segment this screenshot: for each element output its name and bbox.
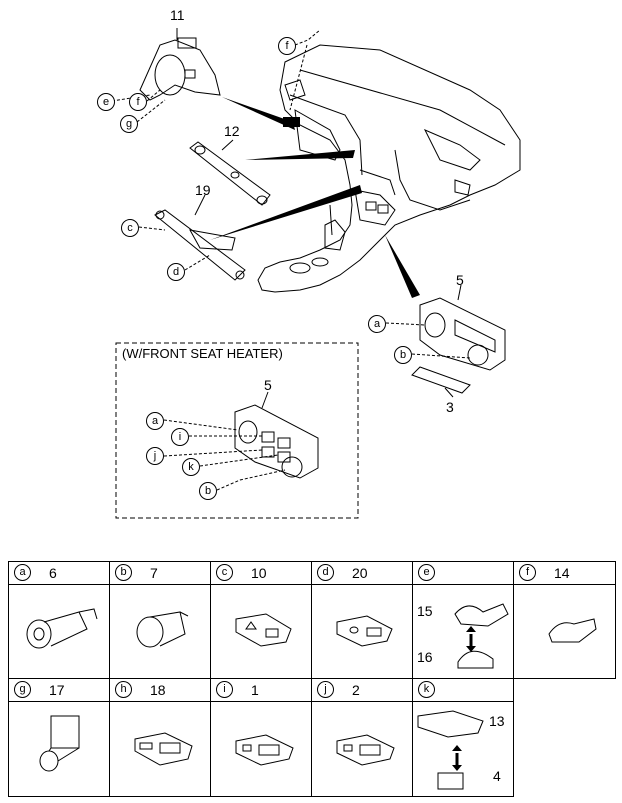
cell-e-sub-15: 15 [417,603,433,619]
heater-box-title: (W/FRONT SEAT HEATER) [122,346,283,361]
part-5-shape [419,297,506,371]
callout-g: g [120,115,138,133]
cell-i-num: 1 [251,682,259,698]
diagram-drawing [111,28,521,519]
part-3-shape [411,366,471,394]
callout-k: k [182,458,200,476]
cell-g-num: 17 [49,682,65,698]
callout-j: j [146,447,164,465]
cell-a-letter: a [14,564,31,581]
callout-a: a [368,315,386,333]
cell-a-num: 6 [49,565,57,581]
callout-19: 19 [195,182,211,198]
cell-d: d 20 [311,561,413,679]
part-7-icon [136,611,189,648]
part-6-icon [26,608,98,649]
heater-box [115,342,359,519]
dashboard-outline [257,44,521,293]
cell-j-letter: j [317,681,334,698]
cell-b-num: 7 [150,565,158,581]
cell-k-sub-13: 13 [489,713,505,729]
callout-3: 3 [446,399,454,415]
cell-e-sub-16: 16 [417,649,433,665]
cell-d-letter: d [317,564,334,581]
part-2-icon [336,734,395,766]
callout-c: c [121,219,139,237]
cell-c-letter: c [216,564,233,581]
part-10-icon [235,613,292,647]
part-17-icon [39,715,80,772]
cell-k-sub-4: 4 [493,768,501,784]
callout-f: f [129,93,147,111]
callout-12: 12 [224,123,240,139]
callout-5: 5 [456,272,464,288]
callout-f-top: f [278,37,296,55]
callout-11: 11 [170,7,185,23]
part-1-icon [235,734,294,766]
part-k-icon [417,710,484,790]
cell-i-letter: i [216,681,233,698]
part-e-icon [454,603,509,669]
cell-k-letter: k [418,681,435,698]
cell-h: h 18 [109,678,211,797]
part-18-icon [134,732,193,766]
cell-e-letter: e [418,564,435,581]
cell-c-num: 10 [251,565,267,581]
callout-5-inset: 5 [264,377,272,393]
cell-e: e 15 16 [412,561,514,679]
callout-i: i [171,428,189,446]
callout-d: d [167,263,185,281]
callout-a-inset: a [146,412,164,430]
part-11-shape [139,39,221,101]
cell-g-letter: g [14,681,31,698]
callout-b-inset: b [199,482,217,500]
cell-h-num: 18 [150,682,166,698]
cell-g: g 17 [8,678,110,797]
cell-c: c 10 [210,561,312,679]
cell-k: k 13 4 [412,678,514,797]
exploded-diagram: 11 12 19 5 3 5 e f g f c d a b a i j k b… [97,7,521,519]
callout-e: e [97,93,115,111]
part-14-icon [548,618,597,643]
inset-part-5-shape [234,404,319,479]
cell-f-num: 14 [554,565,570,581]
cell-h-letter: h [115,681,132,698]
callout-b: b [394,346,412,364]
part-12-shape [189,141,271,206]
part-20-icon [336,615,393,647]
cell-d-num: 20 [352,565,368,581]
cell-j-num: 2 [352,682,360,698]
cell-f: f 14 [513,561,616,679]
cell-b-letter: b [115,564,132,581]
cell-f-letter: f [519,564,536,581]
